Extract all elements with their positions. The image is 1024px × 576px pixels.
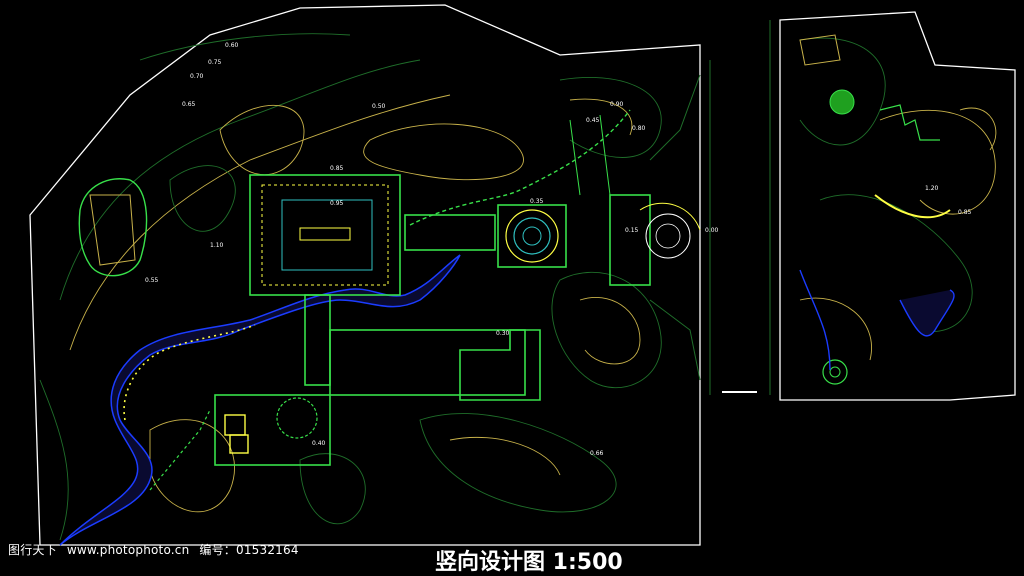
- main-plaza: [214, 174, 541, 466]
- elevation-label: 0.75: [208, 59, 222, 66]
- pavilion-square: [224, 414, 249, 454]
- east-plaza: [609, 74, 701, 381]
- elevation-label: 0.65: [182, 101, 196, 108]
- elevation-label: 0.55: [145, 277, 159, 284]
- elevation-label: 0.85: [958, 209, 972, 216]
- elevation-label: 0.85: [330, 165, 344, 172]
- watermark-site-url: www.photophoto.cn: [66, 543, 190, 557]
- elevation-label: 1.20: [925, 185, 939, 192]
- elevation-label: 0.66: [590, 450, 604, 457]
- pond-edge-stones: [123, 324, 256, 421]
- elevation-label: 0.15: [625, 227, 639, 234]
- contour-lines: [39, 33, 997, 541]
- elevation-label: 0.80: [632, 125, 646, 132]
- elevation-label: 1.10: [210, 242, 224, 249]
- elevation-label: 0.70: [190, 73, 204, 80]
- east-site-boundary: [779, 11, 1016, 401]
- round-plaza: [276, 397, 318, 439]
- watermark-site: 图行天下: [8, 543, 57, 557]
- watermark: 图行天下 www.photophoto.cn 编号：01532164: [8, 541, 309, 558]
- drawing-title: 竖向设计图 1:500: [435, 550, 623, 575]
- main-site-boundary: [29, 4, 701, 546]
- elevation-label: 0.90: [610, 101, 624, 108]
- watermark-id: 编号：01532164: [199, 543, 299, 557]
- elevation-label: 0.60: [225, 42, 239, 49]
- west-building: [78, 178, 148, 277]
- elevation-label: 0.45: [586, 117, 600, 124]
- elevation-labels: 0.60 0.75 0.70 0.65 0.50 0.45 0.90 0.80 …: [145, 42, 972, 457]
- stepping-path: [149, 409, 211, 491]
- elevation-label: 0.00: [705, 227, 719, 234]
- central-fountain: [497, 204, 567, 268]
- elevation-label: 0.50: [372, 103, 386, 110]
- east-site-features: [799, 34, 955, 385]
- elevation-label: 0.35: [530, 198, 544, 205]
- elevation-label: 0.95: [330, 200, 344, 207]
- elevation-label: 0.40: [312, 440, 326, 447]
- north-path: [569, 114, 611, 196]
- pond: [59, 254, 461, 546]
- elevation-label: 0.30: [496, 330, 510, 337]
- north-path: [409, 109, 631, 226]
